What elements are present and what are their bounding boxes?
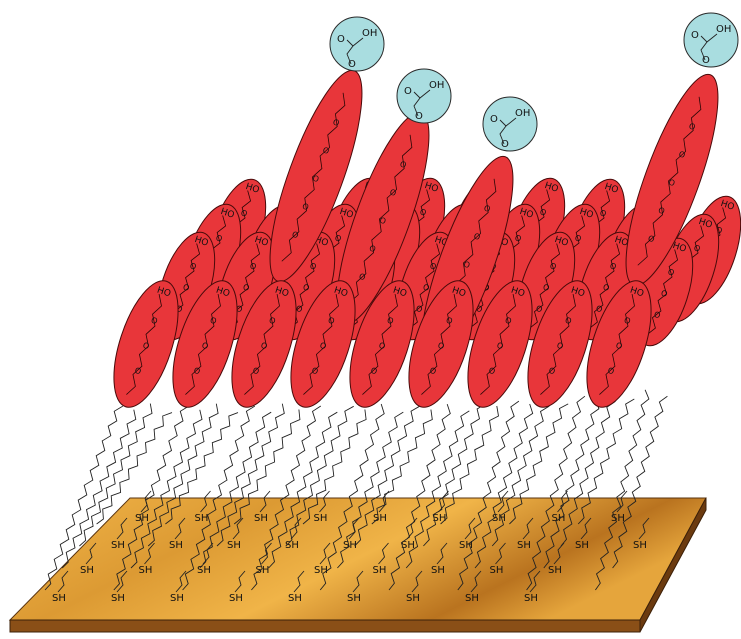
thiol-label: SH [314, 513, 328, 524]
ether-oxygen-label: O [702, 55, 710, 66]
thiol-label: SH [633, 540, 647, 551]
thiol-label: SH [197, 565, 211, 576]
thiol-label: SH [227, 540, 241, 551]
acid-oh-label: OH [429, 80, 444, 91]
thiol-label: SH [406, 593, 420, 604]
thiol-label: SH [490, 565, 504, 576]
thiol-label: SH [314, 565, 328, 576]
thiol-label: SH [256, 565, 270, 576]
thiol-label: SH [254, 513, 268, 524]
thiol-label: SH [373, 565, 387, 576]
thiol-label: SH [195, 513, 209, 524]
substrate-front [10, 620, 640, 632]
thiol-label: SH [552, 513, 566, 524]
thiol-label: SH [111, 540, 125, 551]
carboxylic-acid-head: O OH O [684, 13, 738, 67]
thiol-label: SH [285, 540, 299, 551]
thiol-label: SH [548, 565, 562, 576]
thiol-label: SH [431, 565, 445, 576]
peg-layer: OOOHOOOOHOOOOHOOOOHOOOOHOOOOHOOOOHOOOOHO… [101, 13, 741, 415]
carboxylic-acid-head: O OH O [483, 97, 537, 151]
carbonyl-label: O [691, 30, 699, 41]
carbonyl-label: O [337, 34, 345, 45]
acid-oh-label: OH [716, 24, 731, 35]
thiol-label: SH [465, 593, 479, 604]
carbonyl-label: O [490, 114, 498, 125]
thiol-label: SH [517, 540, 531, 551]
thiol-label: SH [373, 513, 387, 524]
thiol-label: SH [575, 540, 589, 551]
thiol-label: SH [611, 513, 625, 524]
thiol-label: SH [139, 565, 153, 576]
ether-oxygen-label: O [415, 111, 423, 122]
carboxylic-acid-head: O OH O [330, 17, 384, 71]
ether-oxygen-label: O [501, 139, 509, 150]
thiol-label: SH [169, 540, 183, 551]
acid-oh-label: OH [362, 28, 377, 39]
gold-substrate [10, 498, 706, 632]
thiol-label: SH [80, 565, 94, 576]
thiol-label: SH [347, 593, 361, 604]
ether-oxygen-label: O [348, 59, 356, 70]
thiol-label: SH [524, 593, 538, 604]
thiol-label: SH [52, 593, 66, 604]
thiol-label: SH [111, 593, 125, 604]
thiol-label: SH [170, 593, 184, 604]
carbonyl-label: O [404, 86, 412, 97]
thiol-label: SH [288, 593, 302, 604]
acid-oh-label: OH [515, 108, 530, 119]
thiol-label: SH [229, 593, 243, 604]
carboxylic-acid-head: O OH O [397, 69, 451, 123]
